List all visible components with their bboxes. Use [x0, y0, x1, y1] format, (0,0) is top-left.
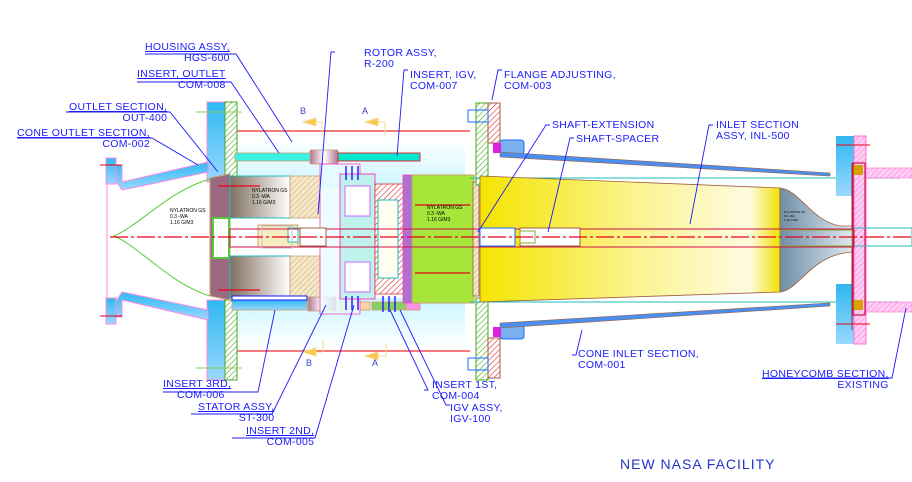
- material-note-inlet-tip: NYLATRON GS 0.3 -WA 1.16 G/M3: [784, 210, 805, 222]
- callout-flange-adjusting: FLANGE ADJUSTING, COM-003: [504, 70, 616, 92]
- material-name: NYLATRON GS: [170, 208, 206, 214]
- material-spec: 0.3 -WA: [252, 194, 270, 200]
- section-marker-b-bottom: B: [306, 358, 313, 368]
- callout-insert-outlet: INSERT, OUTLET COM-008: [137, 69, 226, 91]
- callout-line1: CONE OUTLET SECTION,: [17, 127, 150, 139]
- callout-line2: COM-006: [177, 389, 225, 401]
- callout-line1: STATOR ASSY,: [198, 401, 275, 413]
- callout-line2: COM-003: [504, 80, 552, 92]
- callout-shaft-extension: SHAFT-EXTENSION: [552, 120, 655, 131]
- material-spec: 0.3 -WA: [427, 211, 445, 217]
- material-density: 1.16 G/M3: [170, 220, 194, 226]
- callout-line2: IGV-100: [450, 413, 491, 425]
- material-note-cone: NYLATRON GS 0.3 -WA 1.16 G/M3: [170, 208, 205, 226]
- callout-line1: SHAFT-EXTENSION: [552, 119, 655, 131]
- callout-line1: INSERT 3RD,: [163, 378, 232, 390]
- callout-line2: COM-005: [266, 436, 315, 448]
- callout-line1: HOUSING ASSY,: [145, 41, 230, 53]
- material-spec: 0.3 -WA: [784, 214, 795, 218]
- callout-outlet-section: OUTLET SECTION, OUT-400: [69, 102, 167, 124]
- callout-line2: ASSY, INL-500: [716, 130, 790, 142]
- material-name: NYLATRON GS: [252, 188, 288, 194]
- flange-adjusting: [467, 102, 525, 381]
- callout-inlet-section: INLET SECTION ASSY, INL-500: [716, 120, 799, 142]
- callout-line1: OUTLET SECTION,: [69, 101, 168, 113]
- callout-line2: COM-007: [410, 80, 458, 92]
- callout-line1: INSERT 1ST,: [432, 379, 498, 391]
- material-note-hub: NYLATRON GS 0.3 -WA 1.16 G/M3: [252, 188, 287, 206]
- callout-line1: FLANGE ADJUSTING,: [504, 69, 616, 81]
- callout-line2: ST-300: [238, 412, 275, 424]
- pins: [218, 185, 470, 291]
- section-marker-a-bottom: A: [372, 358, 379, 368]
- material-density: 1.16 G/M3: [427, 217, 451, 223]
- callout-insert-1st: INSERT 1ST, COM-004: [432, 380, 497, 402]
- bolts: [345, 166, 396, 312]
- callout-insert-igv: INSERT, IGV, COM-007: [410, 70, 477, 92]
- honeycomb-section: [836, 135, 912, 345]
- callout-housing-assy: HOUSING ASSY, HGS-600: [145, 42, 230, 64]
- callout-line2: COM-001: [578, 359, 626, 371]
- callout-line1: INSERT 2ND,: [246, 425, 315, 437]
- callout-line1: CONE INLET SECTION,: [578, 348, 700, 360]
- cone-inlet-section: [470, 151, 900, 329]
- callout-line1: ROTOR ASSY,: [364, 47, 437, 59]
- callout-igv-assy: IGV ASSY, IGV-100: [450, 403, 503, 425]
- callout-line1: SHAFT-SPACER: [576, 133, 660, 145]
- callout-line1: IGV ASSY,: [450, 402, 503, 414]
- callout-cone-outlet-section: CONE OUTLET SECTION, COM-002: [17, 128, 150, 150]
- drawing-title: NEW NASA FACILITY: [620, 456, 776, 472]
- callout-line2: HGS-600: [183, 52, 230, 64]
- callout-line2: EXISTING: [837, 379, 889, 391]
- callout-stator-assy: STATOR ASSY, ST-300: [198, 402, 274, 424]
- callout-insert-3rd: INSERT 3RD, COM-006: [163, 379, 231, 401]
- callout-cone-inlet-section: CONE INLET SECTION, COM-001: [578, 349, 699, 371]
- material-density: 1.16 G/M3: [252, 200, 276, 206]
- material-density: 1.16 G/M3: [784, 218, 799, 222]
- callout-line2: COM-008: [177, 79, 226, 91]
- inlet-section: [479, 175, 853, 303]
- callout-shaft-spacer: SHAFT-SPACER: [576, 134, 659, 145]
- section-marker-b-top: B: [300, 106, 307, 116]
- section-arrows: [301, 117, 387, 361]
- leader-lines: [17, 51, 907, 439]
- igv-hub: [411, 174, 480, 304]
- material-name: NYLATRON GS: [784, 210, 806, 214]
- cone-outlet-section: [100, 157, 211, 325]
- callout-line2: COM-004: [432, 390, 480, 402]
- callout-line1: INSERT, OUTLET: [137, 68, 226, 80]
- callout-line2: COM-002: [102, 138, 150, 150]
- material-spec: 0.3 -WA: [170, 214, 188, 220]
- material-note-igv: NYLATRON GS 0.3 -WA 1.16 G/M3: [427, 205, 462, 223]
- callout-honeycomb-section: HONEYCOMB SECTION, EXISTING: [762, 369, 889, 391]
- shaft: [229, 225, 855, 249]
- section-marker-a-top: A: [362, 106, 369, 116]
- rotor-stator-stage: [339, 173, 413, 304]
- callout-line1: HONEYCOMB SECTION,: [762, 368, 889, 380]
- callout-line2: R-200: [364, 58, 395, 70]
- material-name: NYLATRON GS: [427, 205, 463, 211]
- callout-line2: OUT-400: [122, 112, 168, 124]
- callout-line1: INLET SECTION: [716, 119, 800, 131]
- callout-line1: INSERT, IGV,: [410, 69, 477, 81]
- callout-insert-2nd: INSERT 2ND, COM-005: [246, 426, 314, 448]
- callout-rotor-assy: ROTOR ASSY, R-200: [364, 48, 437, 70]
